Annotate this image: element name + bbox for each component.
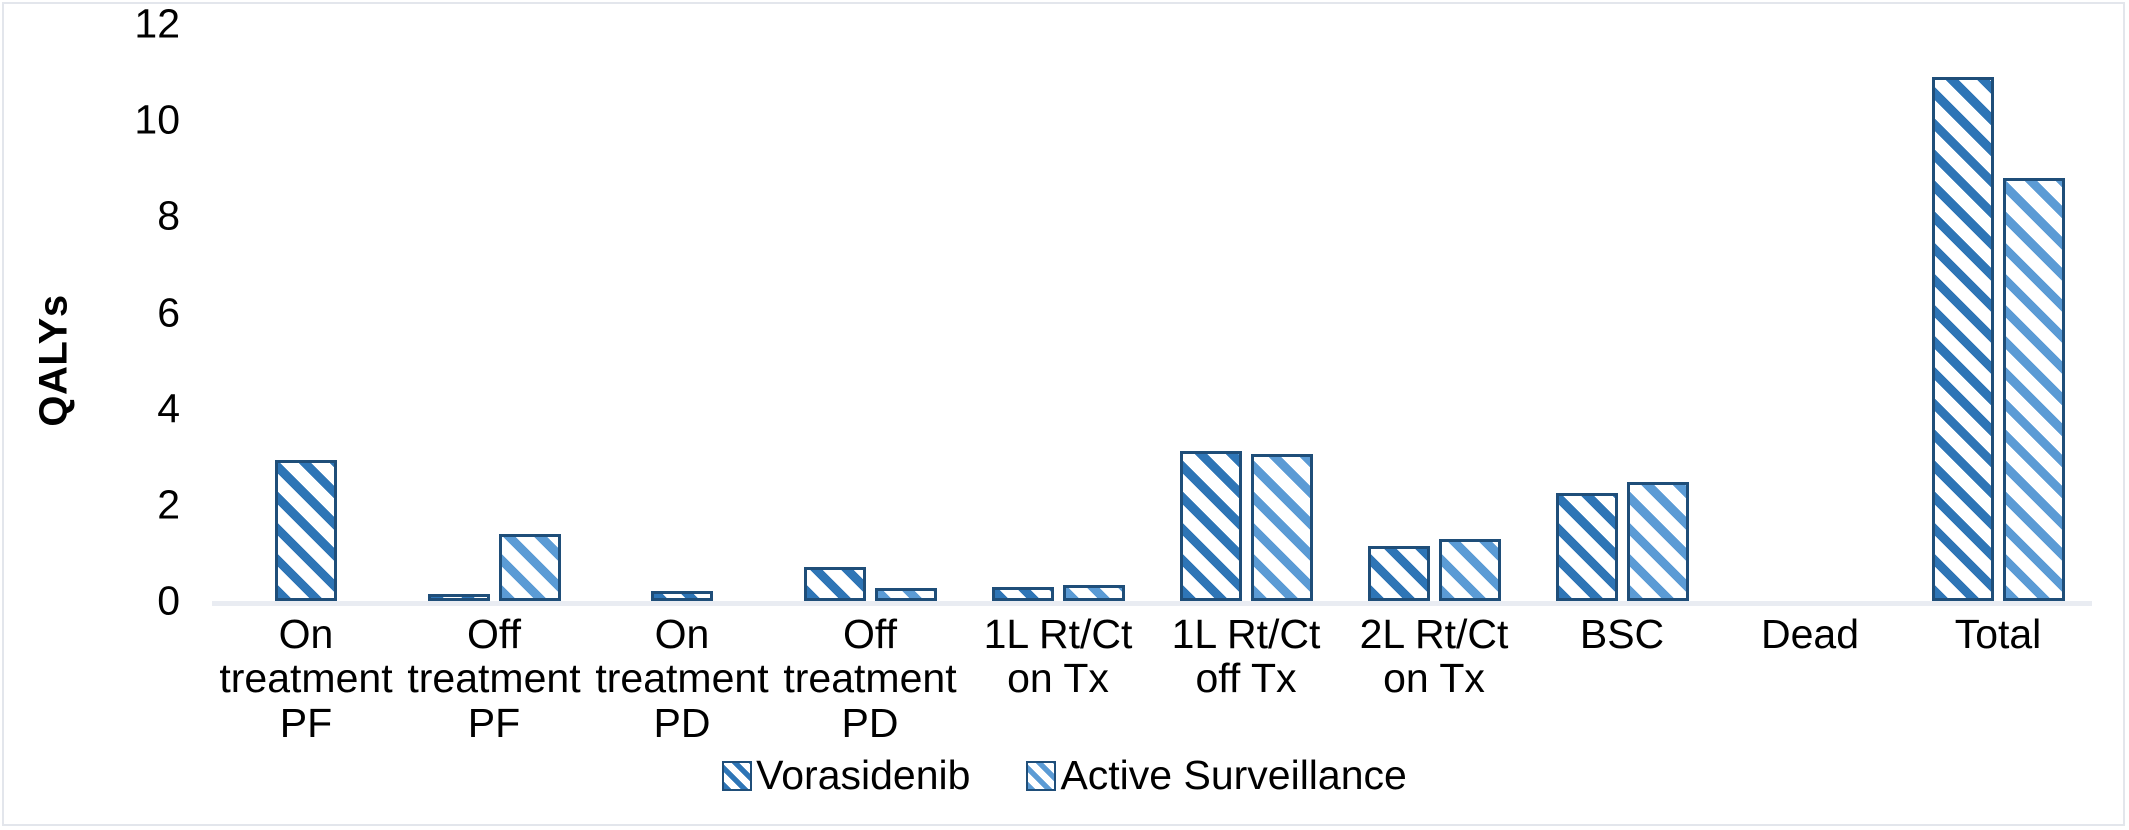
x-axis-label-line: 1L Rt/Ct <box>983 611 1133 657</box>
x-axis-label-line: treatment <box>783 655 957 702</box>
x-axis-label-line: BSC <box>1579 611 1665 657</box>
bar[interactable] <box>1438 538 1501 601</box>
x-axis-label-line: PD <box>841 699 899 746</box>
y-axis-tick-6: 6 <box>157 289 180 335</box>
legend-label: Vorasidenib <box>756 752 971 798</box>
bar-group <box>1152 24 1340 601</box>
bar[interactable] <box>2002 177 2065 601</box>
bar-group <box>1528 24 1716 601</box>
bar[interactable] <box>1179 450 1242 601</box>
bar[interactable] <box>1367 545 1430 601</box>
bar-group <box>1340 24 1528 601</box>
x-axis-line <box>212 601 2092 606</box>
bar-group <box>588 24 776 601</box>
legend-swatch-icon <box>722 760 753 791</box>
bar-group <box>212 24 400 601</box>
x-axis-label: Dead <box>1716 612 1904 772</box>
x-axis-label-line: On <box>654 611 710 657</box>
x-axis-label-line: treatment <box>407 655 581 702</box>
bar[interactable] <box>1062 585 1125 601</box>
x-axis-label-line: off Tx <box>1195 655 1297 702</box>
bar[interactable] <box>1250 454 1313 601</box>
x-axis-label-line: PF <box>467 699 521 746</box>
y-axis-tick-labels: 12 10 8 6 4 2 0 <box>100 0 190 624</box>
legend-item[interactable]: Vorasidenib <box>722 752 970 799</box>
bar[interactable] <box>1626 482 1689 601</box>
y-axis-tick-10: 10 <box>134 96 180 143</box>
y-axis-tick-8: 8 <box>157 192 180 239</box>
bar-group <box>964 24 1152 601</box>
y-axis-tick-4: 4 <box>157 385 180 432</box>
bar-group <box>1716 24 1904 601</box>
x-axis-label-line: Dead <box>1760 611 1859 657</box>
y-axis-tick-0: 0 <box>157 577 180 624</box>
x-axis-label-line: treatment <box>595 655 769 702</box>
legend-label: Active Surveillance <box>1060 752 1407 798</box>
x-axis-label-line: On <box>278 611 334 657</box>
x-axis-label-line: on Tx <box>1383 655 1485 702</box>
x-axis-label-line: Total <box>1954 611 2042 657</box>
bar[interactable] <box>1931 76 1994 601</box>
bar[interactable] <box>427 593 490 601</box>
bar[interactable] <box>651 591 713 601</box>
x-axis-label-line: Off <box>467 611 521 657</box>
bar[interactable] <box>803 567 866 601</box>
plot-area <box>212 24 2092 606</box>
bar[interactable] <box>991 586 1054 601</box>
x-axis-label: BSC <box>1528 612 1716 772</box>
x-axis-label-line: 2L Rt/Ct <box>1359 611 1509 657</box>
x-axis-label-line: PD <box>653 699 711 746</box>
y-axis-title: QALYs <box>24 240 84 480</box>
bar-group <box>776 24 964 601</box>
bar-group <box>1904 24 2092 601</box>
chart-legend: Vorasidenib Active Surveillance <box>0 752 2129 799</box>
x-axis-label-line: Off <box>843 611 897 657</box>
x-axis-label: Total <box>1904 612 2092 772</box>
bar[interactable] <box>1555 492 1618 601</box>
bar[interactable] <box>275 460 337 601</box>
x-axis-label-line: PF <box>279 699 333 746</box>
x-axis-label-line: treatment <box>219 655 393 702</box>
bar[interactable] <box>874 588 937 601</box>
bar[interactable] <box>498 533 561 601</box>
bar-groups <box>212 24 2092 601</box>
x-axis-label-line: on Tx <box>1007 655 1109 702</box>
y-axis-title-text: QALYs <box>31 293 76 427</box>
legend-item[interactable]: Active Surveillance <box>1026 752 1407 799</box>
y-axis-tick-12: 12 <box>134 0 180 47</box>
y-axis-tick-2: 2 <box>157 481 180 528</box>
x-axis-label-line: 1L Rt/Ct <box>1171 611 1321 657</box>
legend-swatch-icon <box>1026 760 1057 791</box>
bar-group <box>400 24 588 601</box>
